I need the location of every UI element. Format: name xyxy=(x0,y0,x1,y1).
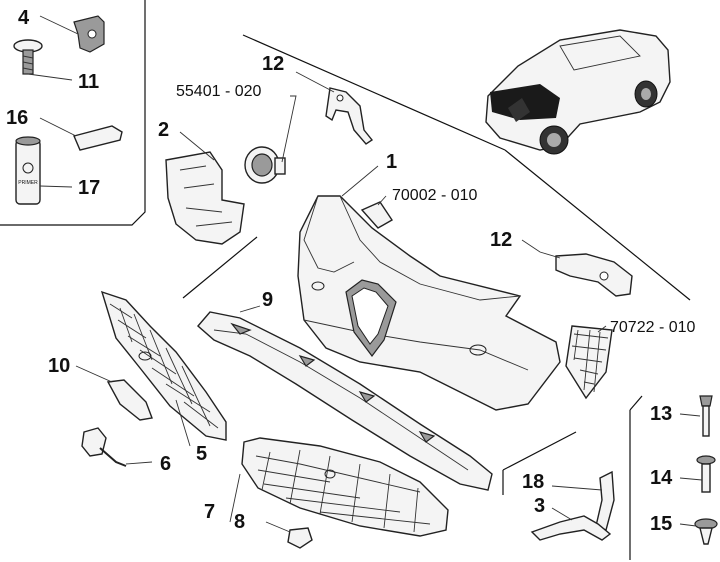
callout-18: 18 xyxy=(522,471,544,493)
bumper-part-1 xyxy=(297,165,561,411)
callout-15: 15 xyxy=(650,513,672,535)
ref-70002-010: 70002 - 010 xyxy=(392,187,478,204)
callout-10: 10 xyxy=(48,355,70,377)
clip-nut-part-4 xyxy=(39,15,105,53)
sachet-part-16 xyxy=(39,117,123,151)
bracket-part-12-top xyxy=(295,71,374,145)
ref-55401-020: 55401 - 020 xyxy=(176,83,262,100)
clip-70002 xyxy=(360,195,393,229)
vehicle-illustration xyxy=(485,29,671,155)
callout-14: 14 xyxy=(650,467,673,489)
callout-9: 9 xyxy=(262,289,273,311)
reference-codes: 55401 - 020 70002 - 010 70722 - 010 xyxy=(176,83,696,336)
ref-70722-010: 70722 - 010 xyxy=(610,319,696,336)
upper-grille-part-5 xyxy=(100,290,227,447)
lower-grille-part-7 xyxy=(229,437,449,537)
callout-2: 2 xyxy=(158,119,169,141)
cap-part-8 xyxy=(265,521,313,549)
fastener-part-15 xyxy=(679,518,718,545)
trim-strip-part-3 xyxy=(530,507,612,541)
callout-12-right: 12 xyxy=(490,229,512,251)
bracket-part-12-right xyxy=(521,239,633,297)
fastener-part-13 xyxy=(679,395,713,437)
screw-part-11 xyxy=(13,39,73,81)
callout-13: 13 xyxy=(650,403,672,425)
callout-17: 17 xyxy=(78,177,100,199)
fastener-part-14 xyxy=(679,455,716,493)
tow-cover-part-6 xyxy=(81,427,153,467)
callout-1: 1 xyxy=(386,151,397,173)
callout-3: 3 xyxy=(534,495,545,517)
callout-7: 7 xyxy=(204,501,215,523)
callout-11: 11 xyxy=(78,71,99,93)
reinforcement-bar-part-9 xyxy=(197,305,493,491)
primer-can-part-17: PRIMER xyxy=(15,136,73,205)
callout-4: 4 xyxy=(18,7,30,29)
trim-insert-part-10 xyxy=(75,365,153,421)
callout-8: 8 xyxy=(234,511,245,533)
callouts: 4 11 16 17 2 12 1 12 9 10 6 5 7 8 18 3 1… xyxy=(6,7,673,535)
fog-light-55401 xyxy=(244,95,297,184)
frame-lines xyxy=(0,0,691,560)
primer-label: PRIMER xyxy=(18,180,38,186)
callout-12-top: 12 xyxy=(262,53,284,75)
callout-5: 5 xyxy=(196,443,207,465)
callout-6: 6 xyxy=(160,453,171,475)
callout-16: 16 xyxy=(6,107,28,129)
bracket-part-2 xyxy=(165,131,245,245)
emblem-grille-70722 xyxy=(565,325,613,400)
